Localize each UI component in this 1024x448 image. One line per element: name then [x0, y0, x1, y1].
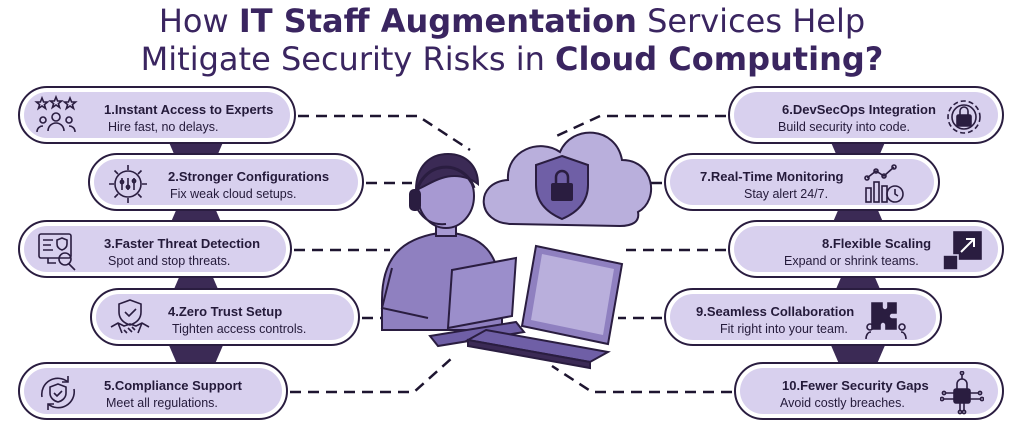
left-card-2: 2.Stronger Configurations Fix weak cloud…	[88, 153, 364, 211]
settings-gear-icon	[109, 165, 147, 203]
title-line-1: How IT Staff Augmentation Services Help	[0, 2, 1024, 40]
right-card-6-title: 6.DevSecOps Integration	[782, 102, 936, 117]
left-card-5-subtitle: Meet all regulations.	[106, 396, 218, 410]
dash-line-6	[551, 114, 726, 140]
lock-body	[551, 183, 573, 201]
title-line-1-start: How	[158, 2, 239, 40]
laptop-large	[465, 244, 624, 370]
left-card-4: 4.Zero Trust Setup Tighten access contro…	[90, 288, 360, 346]
left-card-3-subtitle: Spot and stop threats.	[108, 254, 231, 268]
right-card-7: 7.Real-Time Monitoring Stay alert 24/7.	[664, 153, 940, 211]
dash-line-5	[290, 357, 453, 394]
right-card-10-title: 10.Fewer Security Gaps	[782, 378, 929, 393]
left-card-1-title: 1.Instant Access to Experts	[104, 102, 274, 117]
handshake-shield-icon	[110, 299, 150, 334]
right-card-8-title: 8.Flexible Scaling	[822, 236, 932, 251]
title-line-2: Mitigate Security Risks in Cloud Computi…	[0, 40, 1024, 78]
left-card-1: 1.Instant Access to Experts Hire fast, n…	[18, 86, 296, 144]
monitoring-chart-icon	[864, 164, 904, 203]
title-line-1-bold: IT Staff Augmentation	[238, 2, 637, 40]
scale-arrow-icon	[942, 231, 982, 271]
left-card-1-subtitle: Hire fast, no delays.	[108, 120, 219, 134]
right-card-9: 9.Seamless Collaboration Fit right into …	[664, 288, 942, 346]
rating-team-icon	[34, 95, 78, 133]
dash-line-10	[551, 364, 732, 394]
left-card-5: 5.Compliance Support Meet all regulation…	[18, 362, 288, 420]
compliance-shield-icon	[40, 376, 76, 410]
title-line-2-start: Mitigate Security Risks in	[140, 40, 556, 78]
left-card-4-subtitle: Tighten access controls.	[172, 322, 307, 336]
right-card-10-subtitle: Avoid costly breaches.	[780, 396, 905, 410]
right-card-9-subtitle: Fit right into your team.	[720, 322, 848, 336]
right-card-7-subtitle: Stay alert 24/7.	[744, 187, 829, 201]
right-card-9-title: 9.Seamless Collaboration	[696, 304, 855, 319]
left-card-5-title: 5.Compliance Support	[104, 378, 242, 393]
lock-gear-icon	[947, 100, 981, 134]
page-title: How IT Staff Augmentation Services Help …	[0, 2, 1024, 78]
left-card-3: 3.Faster Threat Detection Spot and stop …	[18, 220, 292, 278]
left-card-3-title: 3.Faster Threat Detection	[104, 236, 261, 251]
title-line-1-end: Services Help	[636, 2, 866, 40]
right-card-6: 6.DevSecOps Integration Build security i…	[728, 86, 1004, 144]
puzzle-team-icon	[865, 302, 907, 340]
title-line-2-bold: Cloud Computing?	[555, 40, 884, 78]
right-card-7-title: 7.Real-Time Monitoring	[700, 169, 844, 184]
left-card-2-title: 2.Stronger Configurations	[168, 169, 330, 184]
dash-line-1	[298, 114, 471, 152]
left-card-4-title: 4.Zero Trust Setup	[168, 304, 283, 319]
right-card-8: 8.Flexible Scaling Expand or shrink team…	[728, 220, 1004, 278]
right-card-8-subtitle: Expand or shrink teams.	[784, 254, 919, 268]
lock-shackle	[554, 169, 570, 183]
laptop-small	[428, 256, 526, 348]
threat-scan-icon	[38, 233, 76, 271]
left-card-2-subtitle: Fix weak cloud setups.	[170, 187, 297, 201]
right-card-6-subtitle: Build security into code.	[778, 120, 911, 134]
circuit-lock-icon	[940, 371, 984, 415]
right-card-10: 10.Fewer Security Gaps Avoid costly brea…	[734, 362, 1004, 420]
